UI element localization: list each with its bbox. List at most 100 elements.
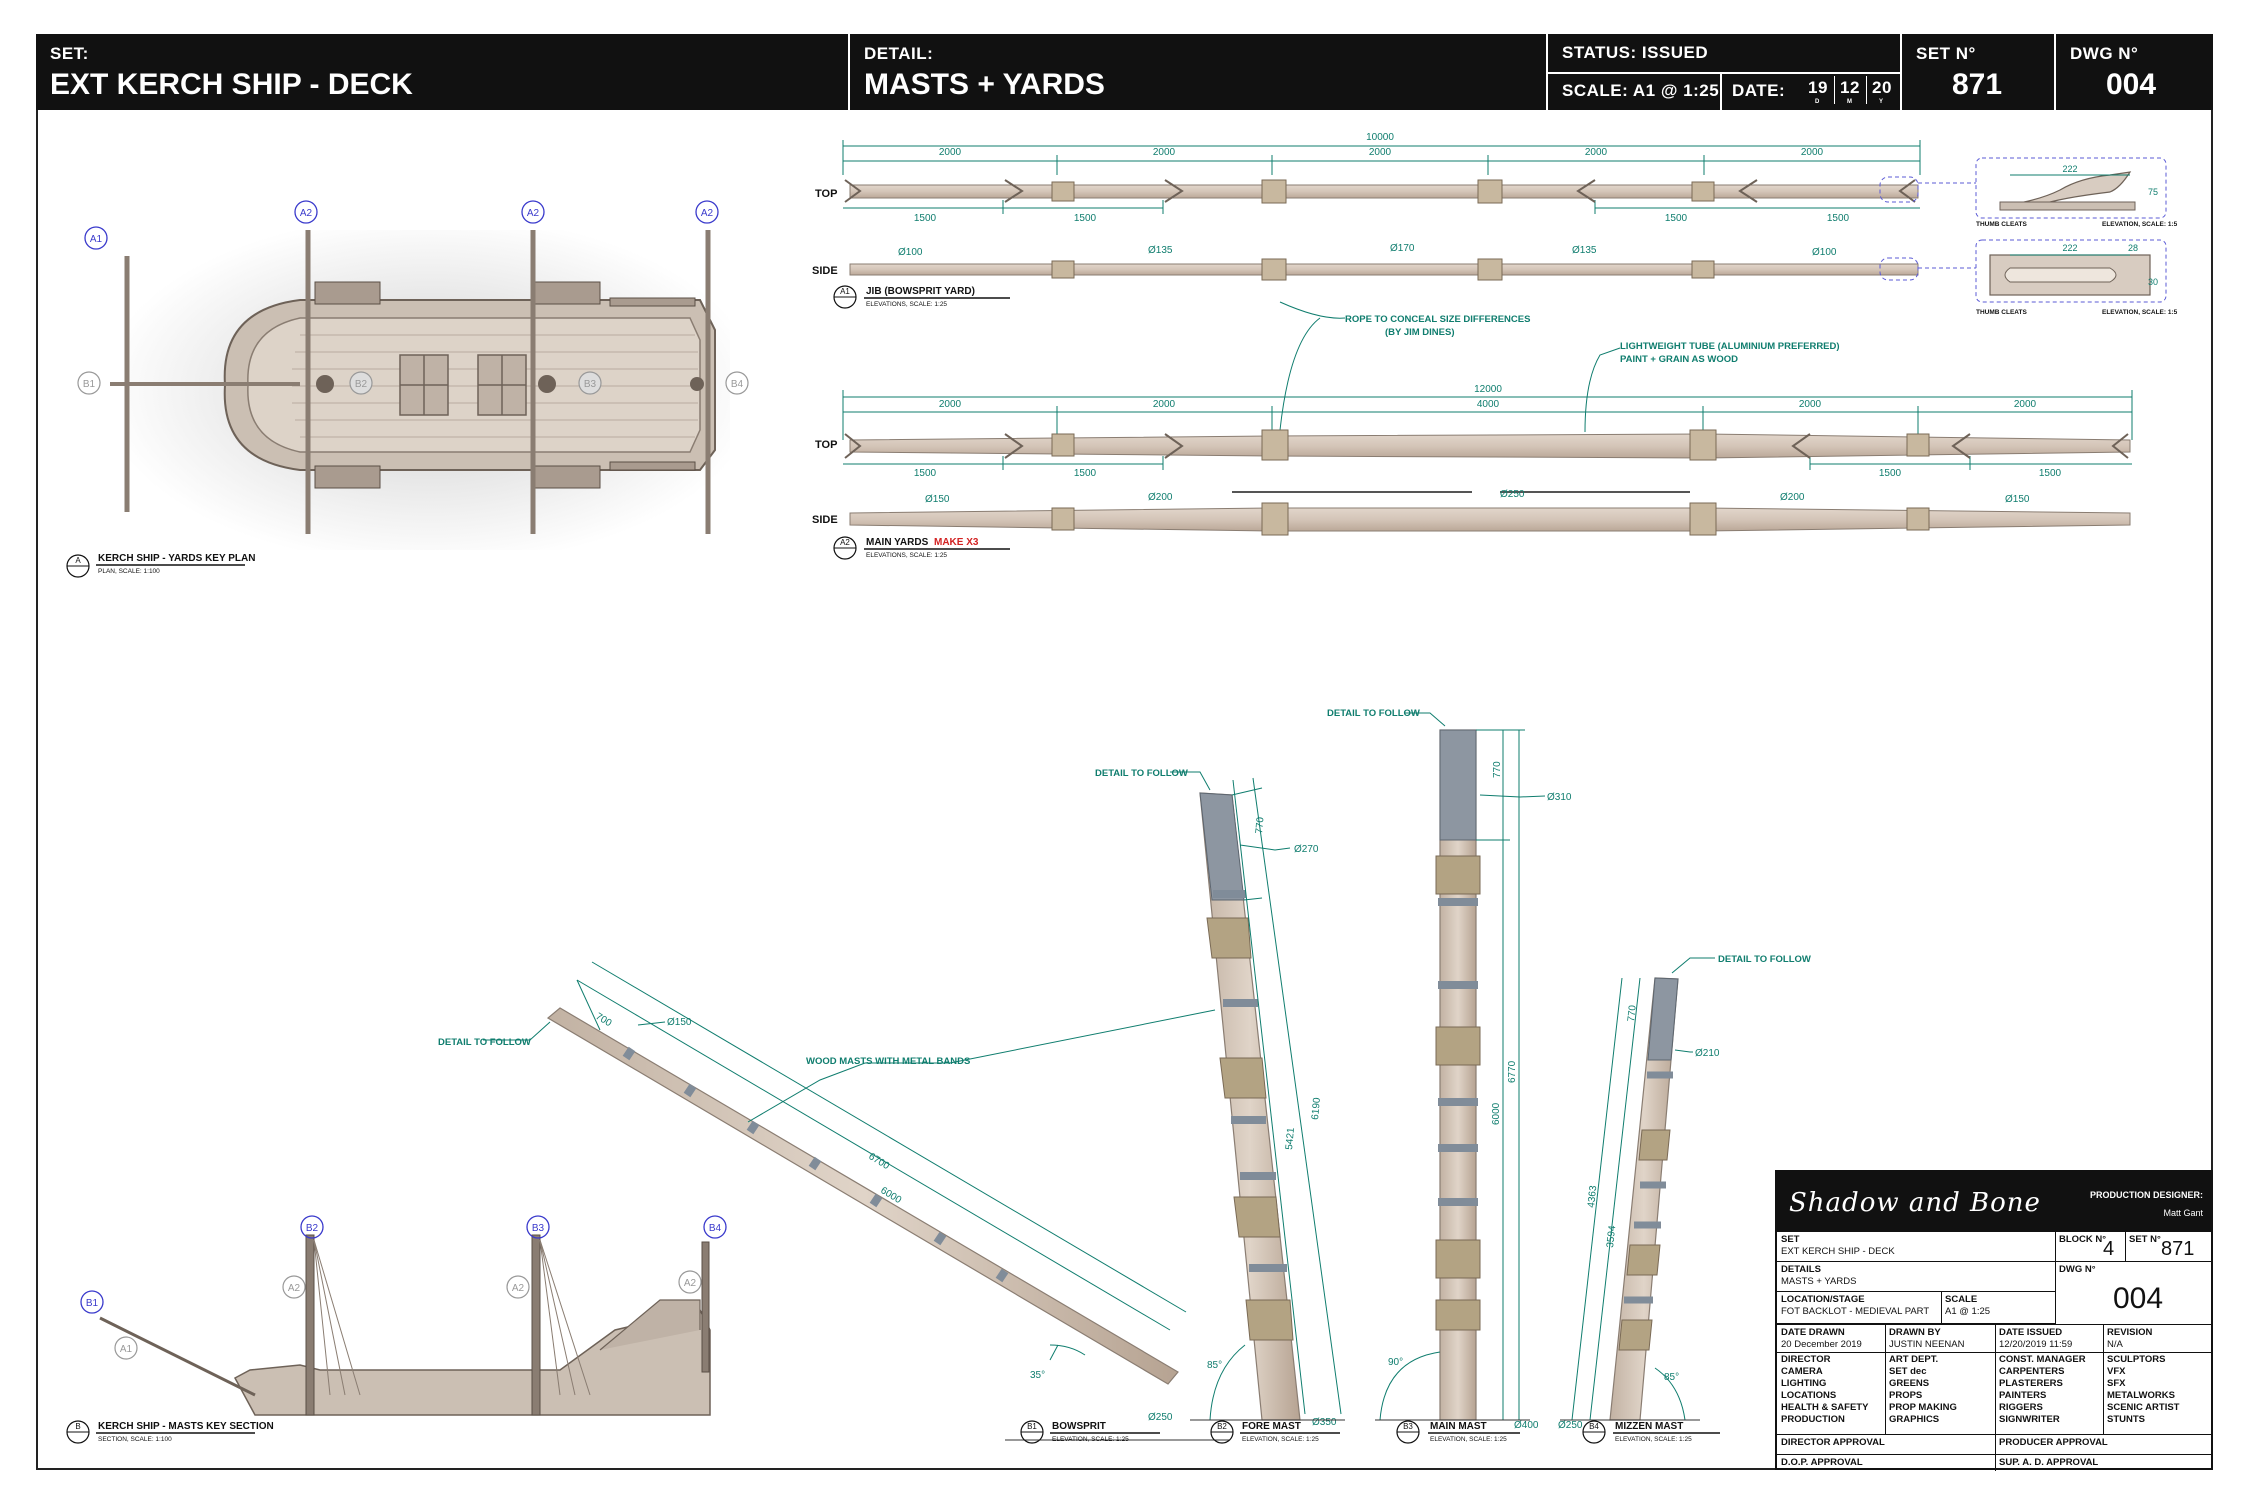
yards-make-x3: MAKE X3 [934,537,979,548]
tb-dist-item: LOCATIONS [1781,1390,1837,1401]
tb-dop-approval: D.O.P. APPROVAL [1781,1457,1863,1468]
tb-dist-item: METALWORKS [2107,1390,2175,1401]
grid-a2-fore: A2 [294,200,318,224]
jib-dia-4: Ø135 [1572,245,1597,256]
jib-dimension-lines [842,140,1921,214]
tb-dist-item: SCENIC ARTIST [2107,1402,2180,1413]
tb-dist-item: SFX [2107,1378,2126,1389]
fore-mast-title-block: B2 FORE MAST ELEVATION, SCALE: 1:25 [1210,1420,1340,1444]
yards-seg-2: 2000 [1153,399,1176,410]
yards-lower-1: 1500 [914,468,937,479]
cleat-top-base [1999,201,2136,211]
tb-details-value: MASTS + YARDS [1781,1276,1857,1287]
tb-dist-col-4: SCULPTORS VFX SFX METALWORKS SCENIC ARTI… [2107,1354,2179,1426]
tb-revision-value: N/A [2107,1339,2123,1350]
svg-text:B4: B4 [709,1223,722,1234]
tb-dist-item: SCULPTORS [2107,1354,2166,1365]
header-date-sub-month: M [1847,99,1853,105]
tb-dist-item: GREENS [1889,1378,1930,1389]
mizzen-mast-len-top: 770 [1626,1004,1639,1022]
bands-note-leader-2 [949,1009,1216,1064]
yards-key-plan: A1 A2 A2 A2 B1 B2 [66,200,749,578]
brand-logo: Shadow and Bone [1789,1188,2041,1218]
cleat-top-frame [1975,157,2167,219]
header-date-sub-year: Y [1879,99,1884,105]
jib-dia-5: Ø100 [1812,247,1837,258]
yards-lower-2: 1500 [1074,468,1097,479]
cleat-dim-3: 222 [2062,243,2077,253]
yards-seg-4: 2000 [1799,399,1822,410]
cleat-label-2: THUMB CLEATS [1976,309,2027,316]
yards-rope-wraps [1051,429,1930,536]
fore-mast-wraps [1206,917,1294,1341]
section-masts [305,1234,710,1416]
yards-cleats [844,433,2129,459]
tb-dist-item: PLASTERERS [1999,1378,2063,1389]
cleat-dim-1: 222 [2062,164,2077,174]
bowsprit-d-top: Ø150 [667,1017,692,1028]
jib-title-block: A1 JIB (BOWSPRIT YARD) ELEVATIONS, SCALE… [833,285,1010,309]
tb-row-approvals-1: DIRECTOR APPROVAL PRODUCER APPROVAL [1777,1435,2213,1471]
main-mast-title: MAIN MAST [1430,1421,1487,1432]
section-shrouds [313,1239,591,1396]
fore-mast-len-mid: 5421 [1284,1127,1297,1151]
mizzen-mast-angle: 85° [1664,1372,1679,1383]
bowsprit-dim-lines [576,961,1187,1361]
svg-text:A2: A2 [288,1283,301,1294]
tb-dist-item: VFX [2107,1366,2126,1377]
bands-note: WOOD MASTS WITH METAL BANDS [806,1056,970,1067]
jib-dia-2: Ø135 [1148,245,1173,256]
bowsprit-bands [622,1046,1009,1283]
main-mast-d-base: Ø400 [1514,1420,1539,1431]
cleat-side-slot [2004,267,2117,283]
bowsprit-title: BOWSPRIT [1052,1421,1106,1432]
yards-title: MAIN YARDS [866,537,929,548]
tb-dist-item: PROP MAKING [1889,1402,1957,1413]
rope-note-2: (BY JIM DINES) [1385,327,1455,338]
header-detail-label: DETAIL: [864,44,934,63]
tb-dist-item: STUNTS [2107,1414,2145,1425]
mizzen-mast-len-mid: 3594 [1605,1225,1618,1249]
mizzen-mast-dim-lines [1571,977,1641,1421]
mizzen-mast-detail-leader [1671,957,1715,974]
bowsprit-len-total: 6700 [866,1151,891,1172]
cleat-dim-4: 28 [2128,243,2138,253]
header-date-label: DATE: [1732,81,1786,100]
grid-b2-section: B2 [300,1215,324,1239]
main-mast-subtitle: ELEVATION, SCALE: 1:25 [1430,1436,1507,1443]
mizzen-mast-title: MIZZEN MAST [1615,1421,1683,1432]
yards-top-bar [849,433,2131,459]
tb-dist-item: SIGNWRITER [1999,1414,2060,1425]
svg-text:B3: B3 [532,1223,545,1234]
header-status-cell: STATUS: ISSUED SCALE: A1 @ 1:25 DATE: 19… [1548,34,1902,110]
tb-dist-item: CAMERA [1781,1366,1823,1377]
fore-mast-angle-arc [1209,1344,1246,1421]
tb-row-set: SET EXT KERCH SHIP - DECK BLOCK N° 4 SET… [1777,1232,2213,1262]
bowsprit-dia-leader [637,1021,666,1026]
jib-top-label: TOP [815,188,837,200]
tb-set-value: EXT KERCH SHIP - DECK [1781,1246,1895,1257]
header-scale: SCALE: A1 @ 1:25 [1562,81,1720,100]
tb-set-label: SET [1781,1234,1800,1245]
header-set-title: EXT KERCH SHIP - DECK [50,68,413,101]
svg-text:A1: A1 [120,1344,133,1355]
cleat-elev-2: ELEVATION, SCALE: 1:5 [2102,309,2178,316]
pd-name: Matt Gant [2163,1208,2203,1218]
cleat-top-shape [2007,171,2132,206]
tb-loc-label: LOCATION/STAGE [1781,1294,1865,1305]
bowsprit-spar [546,1007,1179,1385]
jib-top-bar [849,184,1919,199]
key-plan-title-block: A KERCH SHIP - YARDS KEY PLAN PLAN, SCAL… [66,553,255,578]
fore-mast-d-base: Ø350 [1312,1417,1337,1428]
rope-note-leader-2 [1279,317,1321,431]
tube-note: LIGHTWEIGHT TUBE (ALUMINIUM PREFERRED) [1620,341,1840,352]
jib-seg-2: 2000 [1153,147,1176,158]
mizzen-mast-angle-arc [1654,1367,1686,1421]
plan-yards [124,230,711,534]
main-mast-detail-leader [1405,712,1446,727]
mizzen-mast-wraps [1618,1129,1671,1351]
grid-b3-section: B3 [526,1215,550,1239]
main-mast-dia-leader [1479,794,1546,798]
yards-side-label: SIDE [812,514,838,526]
yards-lower-3: 1500 [1879,468,1902,479]
